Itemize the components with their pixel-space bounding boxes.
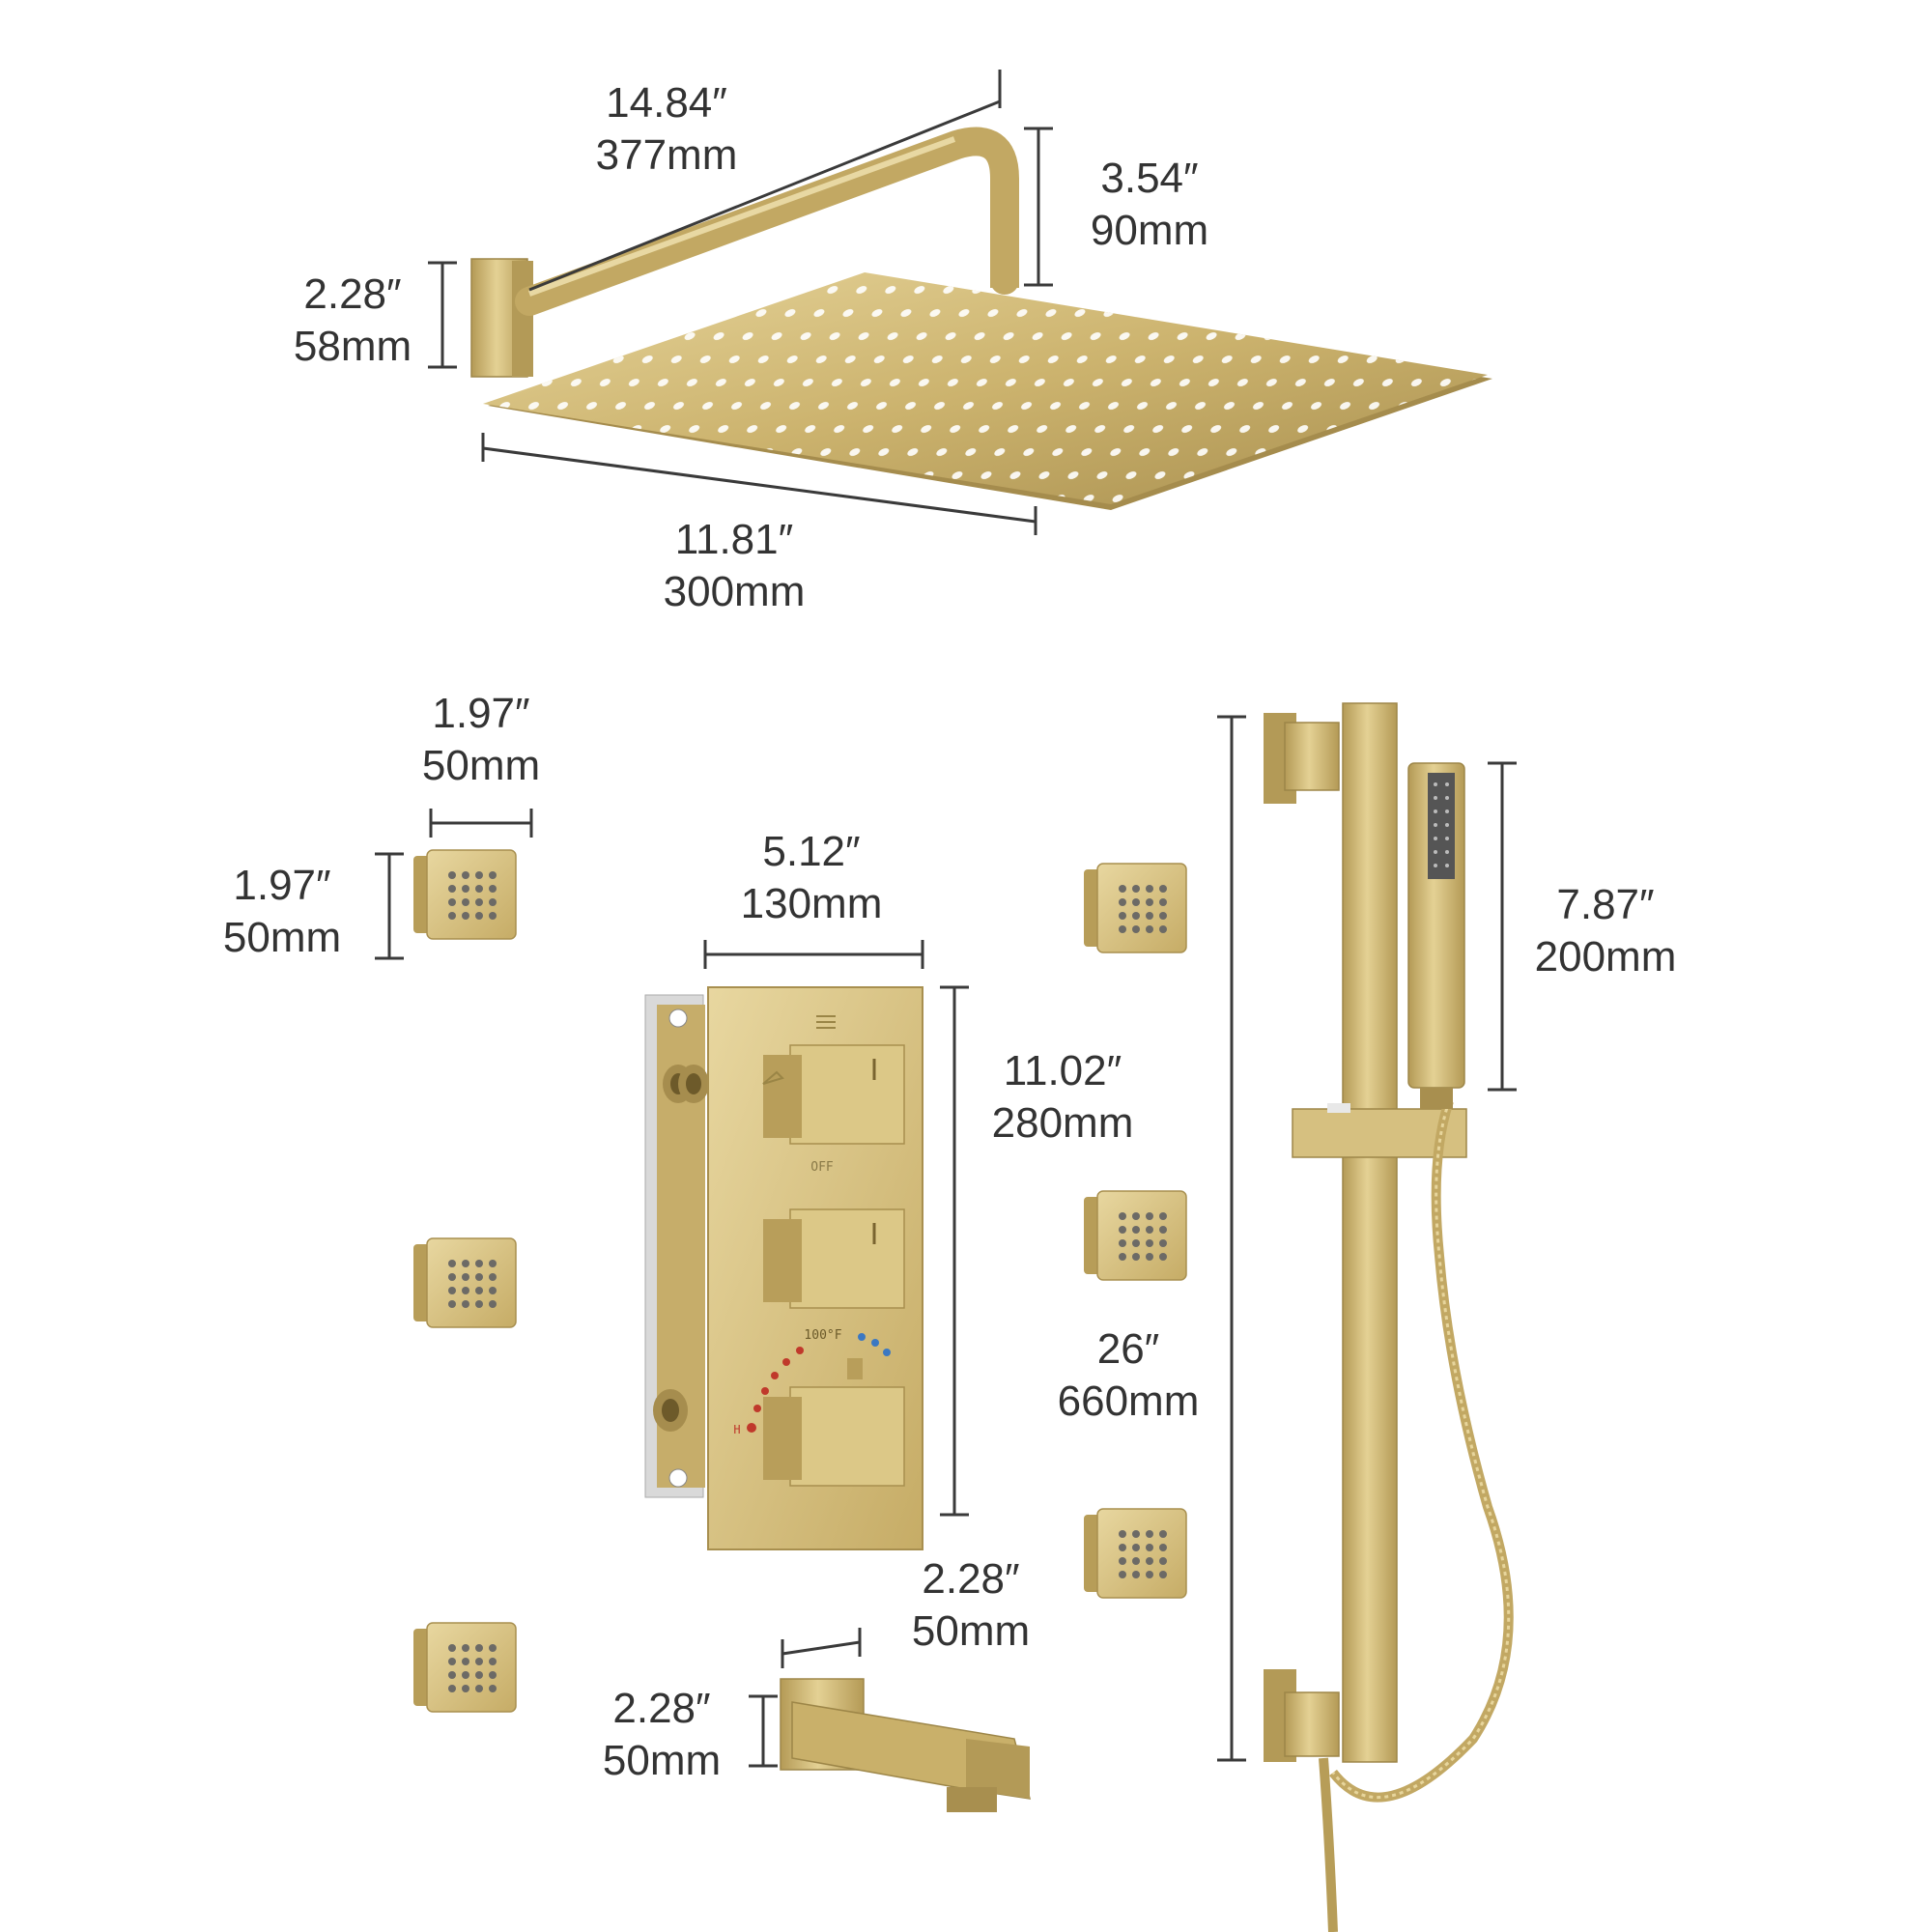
dim-valve-width: 5.12″ 130mm	[705, 826, 918, 930]
dim-spout-height-mm: 50mm	[602, 1737, 722, 1784]
valve-temp-label: 100°F	[804, 1328, 841, 1343]
dimension-lines-valve	[703, 940, 969, 1517]
slide-bar-icon	[1264, 702, 1514, 1932]
dim-flange-height: 2.28″ 58mm	[266, 269, 440, 373]
dim-arm-length: 14.84″ 377mm	[560, 77, 773, 182]
showerhead-icon	[470, 127, 1492, 510]
dim-valve-height-mm: 280mm	[991, 1099, 1134, 1147]
dim-spout-depth-inch: 2.28″	[922, 1555, 1020, 1603]
dim-valve-width-mm: 130mm	[740, 880, 883, 927]
dim-valve-height: 11.02″ 280mm	[966, 1045, 1159, 1150]
valve-hot-label: H	[733, 1423, 740, 1436]
dimension-lines-jet	[375, 809, 533, 960]
dim-flange-height-inch: 2.28″	[303, 270, 402, 318]
dim-jet-height-mm: 50mm	[222, 914, 342, 961]
dim-spout-height: 2.28″ 50mm	[575, 1683, 749, 1787]
dim-handshower-length-mm: 200mm	[1534, 933, 1677, 980]
dim-spout-depth-mm: 50mm	[911, 1607, 1031, 1655]
dim-handshower-length: 7.87″ 200mm	[1509, 879, 1702, 983]
dim-jet-height-inch: 1.97″	[233, 862, 331, 909]
dim-spout-height-inch: 2.28″	[612, 1685, 711, 1732]
dim-valve-height-inch: 11.02″	[1003, 1047, 1122, 1094]
dim-jet-height: 1.97″ 50mm	[195, 860, 369, 964]
dim-jet-width-mm: 50mm	[421, 742, 541, 789]
dim-arm-length-inch: 14.84″	[606, 79, 727, 127]
dim-arm-drop-mm: 90mm	[1090, 207, 1209, 254]
dim-spout-depth: 2.28″ 50mm	[874, 1553, 1067, 1658]
valve-icon	[644, 986, 923, 1550]
dim-head-width-inch: 11.81″	[674, 516, 794, 563]
dimension-lines-slidebar	[1217, 715, 1517, 1762]
dim-head-width-mm: 300mm	[663, 568, 806, 615]
dim-arm-drop-inch: 3.54″	[1100, 155, 1199, 202]
dim-slide-bar-length-inch: 26″	[1096, 1325, 1160, 1373]
dimension-lines-spout	[749, 1628, 862, 1768]
dim-head-width: 11.81″ 300mm	[628, 514, 840, 618]
dim-jet-width: 1.97″ 50mm	[394, 688, 568, 792]
hand-shower-icon	[1407, 762, 1465, 1109]
dim-arm-drop: 3.54″ 90mm	[1053, 153, 1246, 257]
dim-jet-width-inch: 1.97″	[432, 690, 530, 737]
dim-handshower-length-inch: 7.87″	[1556, 881, 1655, 928]
tub-spout-icon	[780, 1678, 1032, 1812]
dim-arm-length-mm: 377mm	[595, 131, 738, 179]
dimension-lines-head	[428, 70, 1053, 535]
dim-valve-width-inch: 5.12″	[762, 828, 861, 875]
valve-off-label: OFF	[810, 1160, 834, 1175]
dim-flange-height-mm: 58mm	[293, 323, 412, 370]
dim-slide-bar-length-mm: 660mm	[1057, 1378, 1200, 1425]
dim-slide-bar-length: 26″ 660mm	[1032, 1323, 1225, 1428]
